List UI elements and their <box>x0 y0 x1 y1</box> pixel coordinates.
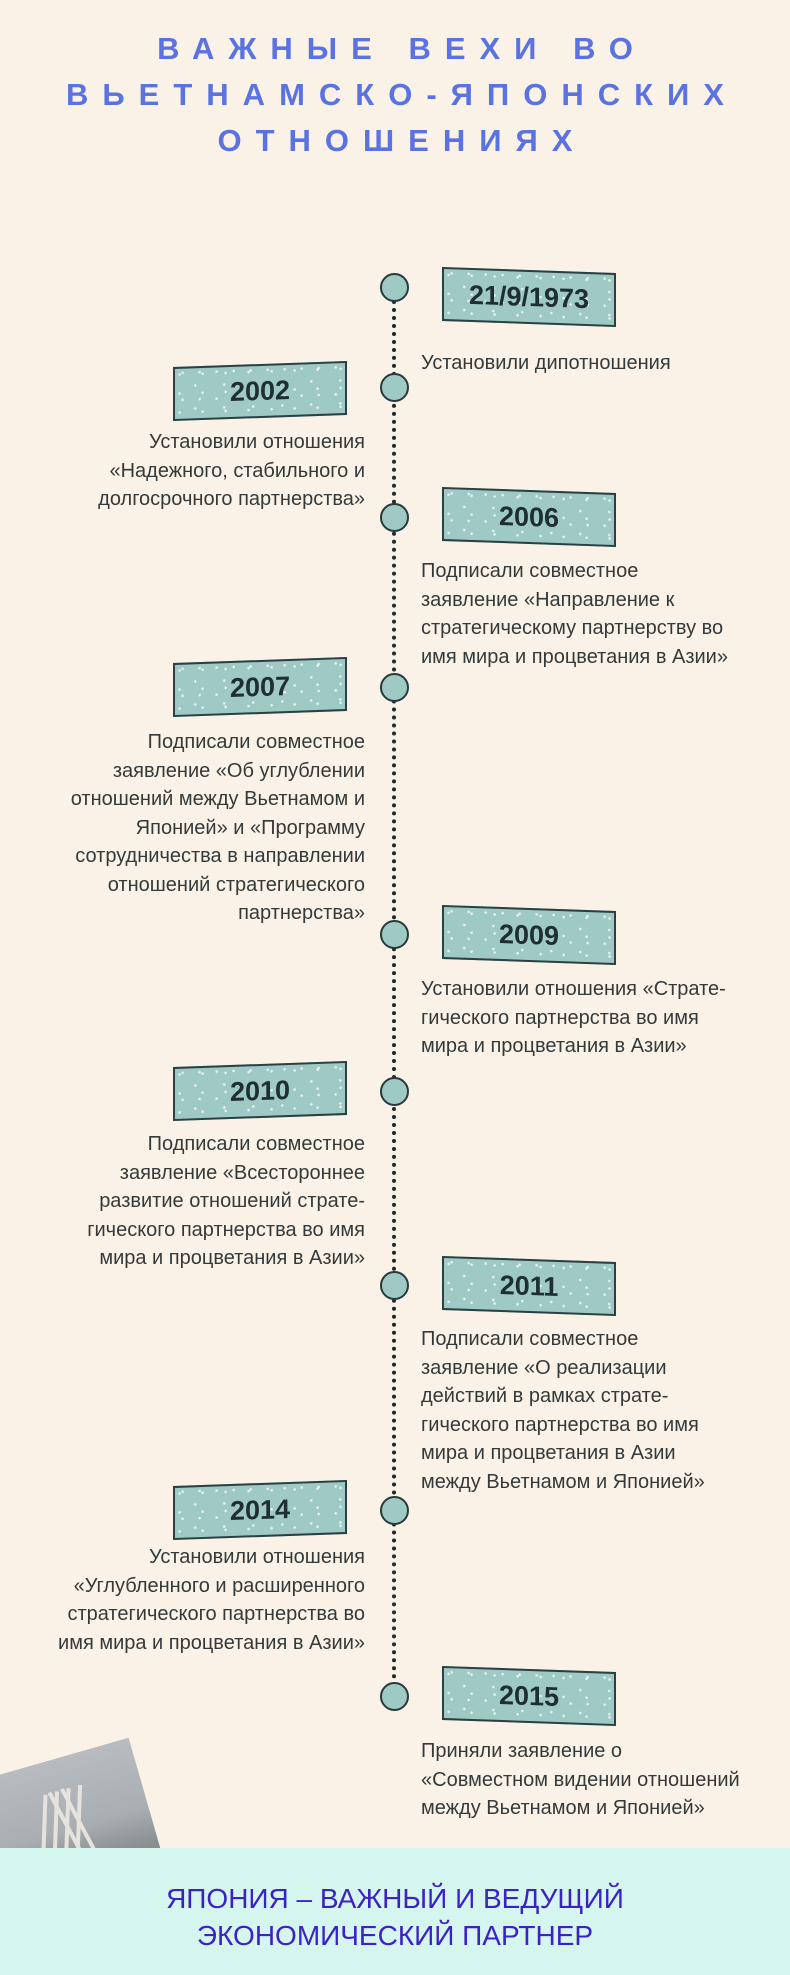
footer-line: ЯПОНИЯ – ВАЖНЫЙ И ВЕДУЩИЙ <box>166 1883 624 1914</box>
description-line: действий в рамках страте- <box>421 1385 669 1407</box>
title-line: ВЬЕТНАМСКО-ЯПОНСКИХ <box>66 77 738 112</box>
timeline-marker <box>380 273 409 302</box>
date-label: 2009 <box>442 904 616 966</box>
event-description: Подписали совместное заявление «Направлен… <box>421 557 728 671</box>
description-line: имя мира и процветания в Азии» <box>58 1631 365 1654</box>
timeline-marker <box>380 673 409 702</box>
description-line: мира и процветания в Азии» <box>421 1035 687 1057</box>
date-label: 2006 <box>442 486 616 548</box>
timeline-marker <box>380 1271 409 1300</box>
footer-band <box>0 1848 790 1975</box>
description-line: заявление «Направление к <box>421 588 675 611</box>
event-description: Установили отношения «Страте-гического п… <box>421 975 726 1061</box>
page-title: ВАЖНЫЕ ВЕХИ ВО ВЬЕТНАМСКО-ЯПОНСКИХ ОТНОШ… <box>0 26 790 164</box>
description-line: имя мира и процветания в Азии» <box>421 645 728 668</box>
description-line: заявление «Всестороннее <box>119 1161 365 1184</box>
title-line: ВАЖНЫЕ ВЕХИ ВО <box>157 31 647 66</box>
description-line: мира и процветания в Азии <box>421 1442 676 1464</box>
timeline-marker <box>380 920 409 949</box>
description-line: заявление «О реализации <box>421 1356 667 1379</box>
description-line: заявление «Об углублении <box>112 759 365 782</box>
description-line: «Углубленного и расширенного <box>73 1574 365 1597</box>
timeline-line <box>392 300 396 1696</box>
date-label: 2010 <box>173 1060 347 1122</box>
timeline-marker <box>380 373 409 402</box>
event-description: Подписали совместное заявление «Всесторон… <box>87 1130 365 1273</box>
footer-text: ЯПОНИЯ – ВАЖНЫЙ И ВЕДУЩИЙ ЭКОНОМИЧЕСКИЙ … <box>0 1880 790 1954</box>
description-line: отношений между Вьетнамом и <box>70 788 365 810</box>
description-line: Установили дипотношения <box>421 352 671 374</box>
event-description: Подписали совместное заявление «О реализа… <box>421 1325 705 1496</box>
date-label: 2015 <box>442 1665 616 1727</box>
description-line: Подписали совместное <box>147 1133 365 1155</box>
description-line: долгосрочного партнерства» <box>98 488 365 510</box>
description-line: стратегического партнерства во <box>67 1603 365 1625</box>
date-label: 21/9/1973 <box>442 266 616 328</box>
description-line: между Вьетнамом и Японией» <box>421 1470 705 1493</box>
timeline-marker <box>380 1682 409 1711</box>
date-label: 2007 <box>173 656 347 718</box>
timeline-marker <box>380 503 409 532</box>
description-line: Подписали совместное <box>147 731 365 753</box>
description-line: Установили отношения <box>148 1546 365 1568</box>
description-line: между Вьетнамом и Японией» <box>421 1797 705 1819</box>
description-line: развитие отношений страте- <box>99 1190 365 1212</box>
description-line: гического партнерства во имя <box>421 1006 699 1029</box>
date-label: 2011 <box>442 1255 616 1317</box>
title-line: ОТНОШЕНИЯХ <box>217 123 587 158</box>
footer-line: ЭКОНОМИЧЕСКИЙ ПАРТНЕР <box>196 1920 594 1951</box>
event-description: Установили отношения «Углубленного и расш… <box>58 1543 365 1657</box>
timeline-marker <box>380 1496 409 1525</box>
description-line: Подписали совместное <box>421 560 639 582</box>
description-line: «Совместном видении отношений <box>421 1768 740 1791</box>
event-description: Установили дипотношения <box>421 349 671 378</box>
description-line: Приняли заявление о <box>421 1740 623 1762</box>
description-line: Подписали совместное <box>421 1328 639 1350</box>
date-label: 2014 <box>173 1479 347 1541</box>
description-line: гического партнерства во имя <box>87 1218 365 1241</box>
description-line: сотрудничества в направлении <box>75 845 365 867</box>
description-line: партнерства» <box>238 902 365 924</box>
description-line: Установили отношения <box>148 431 365 453</box>
description-line: стратегическому партнерству во <box>421 617 724 639</box>
event-description: Установили отношения «Надежного, стабильн… <box>98 428 365 514</box>
description-line: Японией» и «Программу <box>135 816 365 839</box>
date-label: 2002 <box>173 360 347 422</box>
timeline-marker <box>380 1077 409 1106</box>
description-line: Установили отношения «Страте- <box>421 978 726 1000</box>
event-description: Подписали совместное заявление «Об углубл… <box>71 728 365 928</box>
description-line: «Надежного, стабильного и <box>109 459 365 482</box>
description-line: мира и процветания в Азии» <box>99 1247 365 1269</box>
event-description: Приняли заявление о «Совместном видении о… <box>421 1737 740 1823</box>
description-line: гического партнерства во имя <box>421 1413 699 1436</box>
description-line: отношений стратегического <box>107 873 365 896</box>
